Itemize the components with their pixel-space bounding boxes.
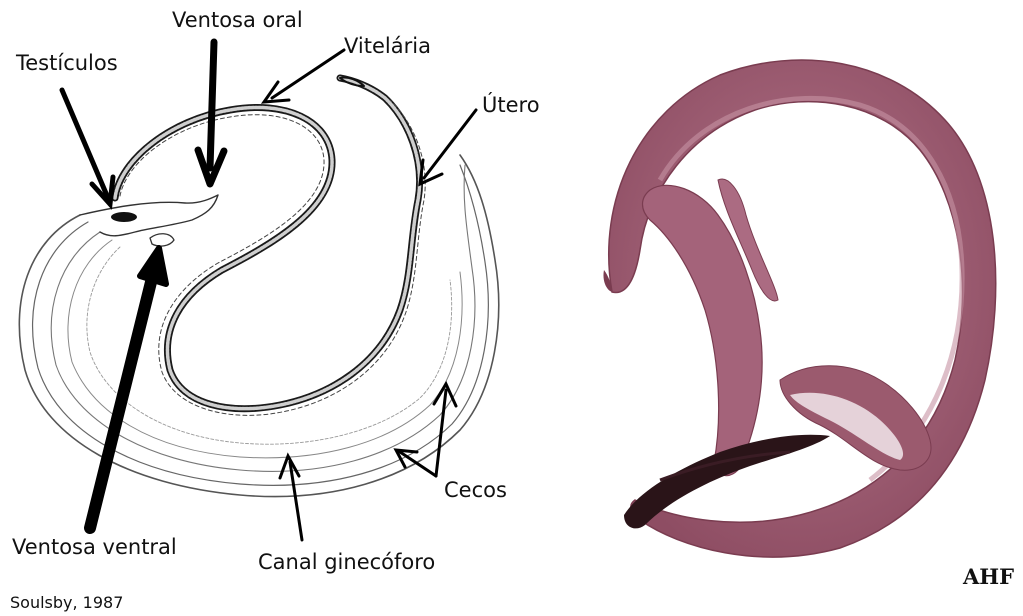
label-canal-ginecoforo: Canal ginecóforo	[258, 552, 435, 573]
male-body-inner-contour-2	[68, 240, 462, 458]
arrowhead-vitelaria	[264, 82, 289, 102]
credit-drawing: Soulsby, 1987	[10, 595, 123, 611]
arrow-canal-ginecoforo	[290, 462, 302, 540]
male-body-outer-contour-2	[33, 165, 489, 485]
schistosome-drawing	[19, 77, 498, 496]
arrow-ventosa-oral	[210, 42, 214, 168]
label-vitelaria: Vitelária	[344, 36, 431, 57]
label-testiculos: Testículos	[16, 53, 118, 74]
schistosome-photo	[603, 60, 995, 557]
arrow-testiculos	[62, 90, 108, 198]
testes-mark	[111, 212, 137, 222]
label-ventosa-oral: Ventosa oral	[172, 10, 303, 31]
arrowhead-ventosa-ventral	[140, 248, 166, 284]
female-body-core	[120, 100, 425, 415]
label-cecos: Cecos	[444, 480, 507, 501]
arrow-ventosa-ventral	[90, 270, 154, 528]
arrow-vitelaria	[272, 50, 344, 98]
male-body-outer-contour	[19, 155, 498, 497]
arrow-cecos-1	[436, 390, 446, 476]
arrowhead-utero	[420, 160, 442, 184]
label-ventosa-ventral: Ventosa ventral	[12, 537, 177, 558]
male-anterior-end	[80, 195, 218, 236]
credit-photo: AHF	[963, 566, 1014, 587]
arrow-cecos-2	[400, 452, 436, 476]
annotation-arrows	[62, 42, 476, 540]
female-body-inner	[115, 78, 420, 409]
label-utero: Útero	[482, 95, 540, 116]
ventral-sucker-outline	[150, 234, 174, 246]
